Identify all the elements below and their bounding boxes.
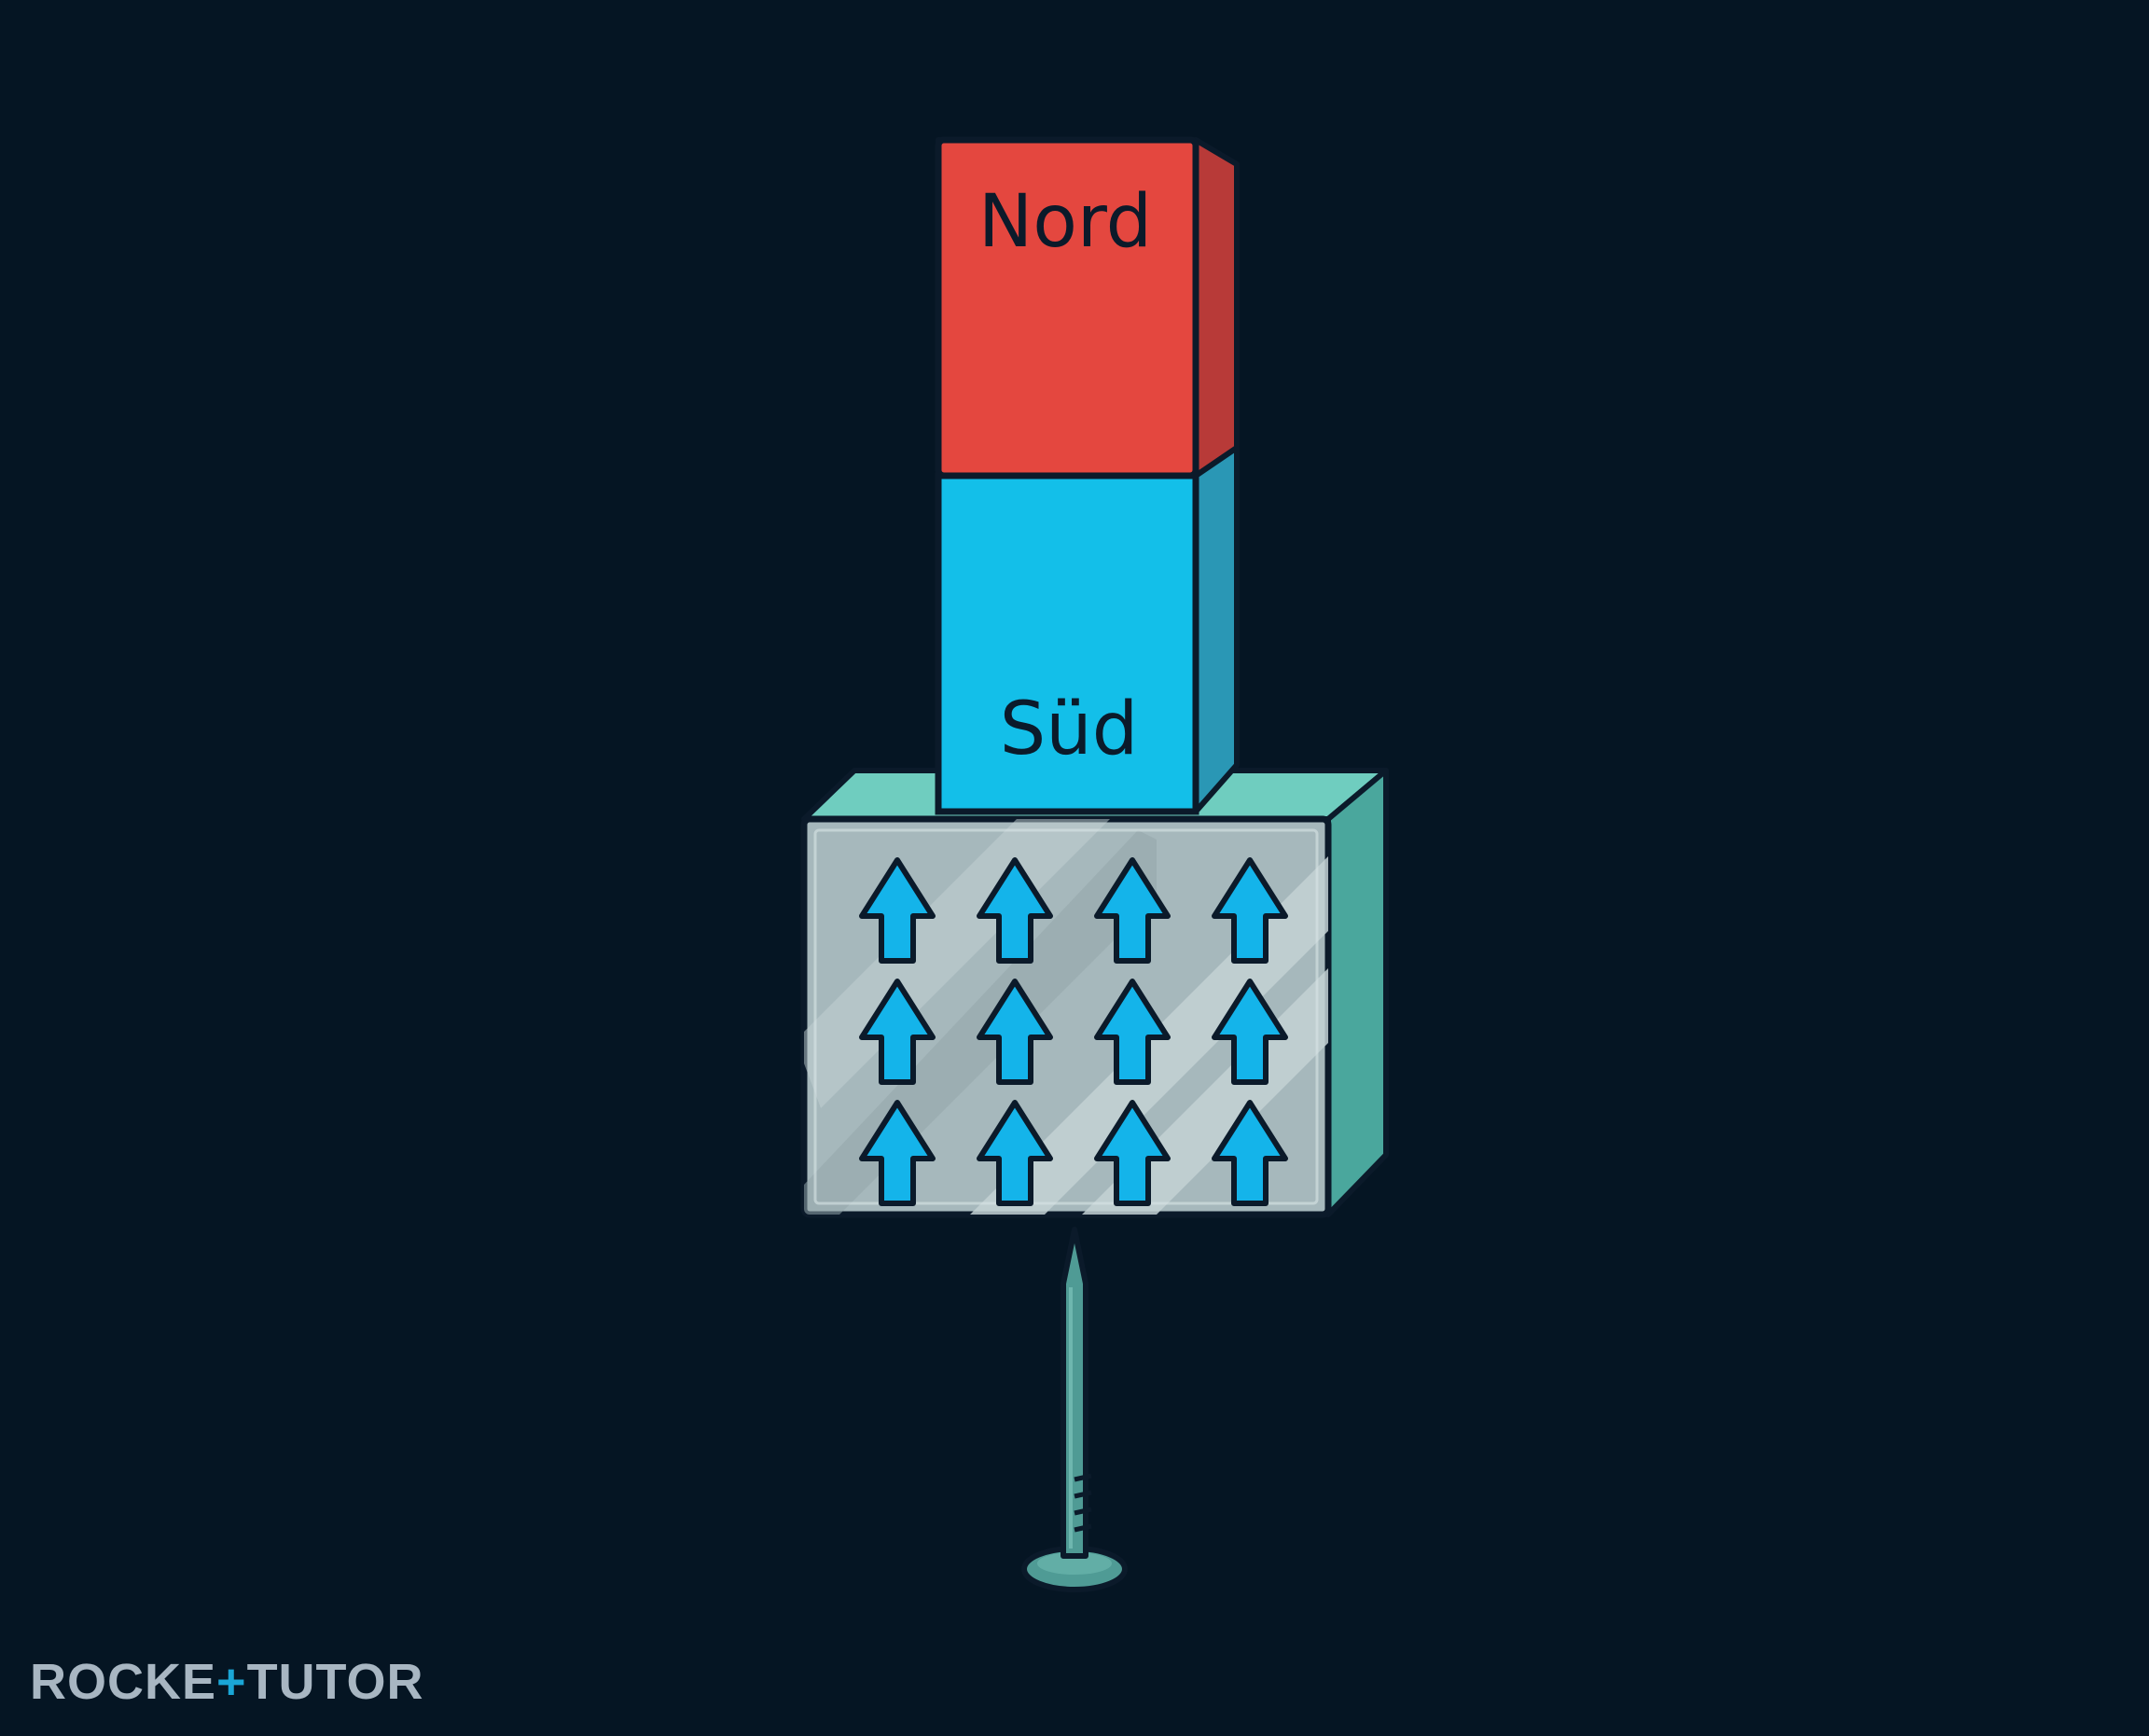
domain-arrow-up-icon [1212, 1100, 1288, 1206]
magnet-south-side [1193, 445, 1240, 814]
domain-arrow-up-icon [977, 979, 1053, 1085]
nail-grooves [1074, 1473, 1092, 1533]
domain-arrow-up-icon [859, 1100, 936, 1206]
domain-arrow-up-icon [1094, 979, 1171, 1085]
domain-arrow-up-icon [1212, 857, 1288, 964]
south-label: Süd [1000, 687, 1138, 771]
nail-shank [1061, 1227, 1088, 1559]
bar-magnet: Nord Süd [935, 136, 1240, 815]
domain-arrow-up-icon [977, 857, 1053, 964]
logo-text-rocke: ROCKE [30, 1654, 217, 1710]
domain-arrows [859, 857, 1288, 1206]
iron-block [800, 768, 1389, 1218]
domain-arrow-up-icon [859, 979, 936, 1085]
magnet-north-side [1193, 137, 1240, 479]
rocket-tutor-logo: ROCKE+TUTOR [30, 1653, 424, 1711]
nail [1021, 1227, 1128, 1592]
logo-plus: + [216, 1654, 247, 1710]
domain-arrow-up-icon [977, 1100, 1053, 1206]
domain-arrow-up-icon [1094, 857, 1171, 964]
domain-arrow-up-icon [859, 857, 936, 964]
logo-text-tutor: TUTOR [246, 1654, 424, 1710]
domain-arrow-up-icon [1212, 979, 1288, 1085]
magnet-south-pole [935, 472, 1199, 815]
iron-block-side [1325, 768, 1389, 1217]
north-label: Nord [978, 180, 1152, 264]
domain-arrow-up-icon [1094, 1100, 1171, 1206]
